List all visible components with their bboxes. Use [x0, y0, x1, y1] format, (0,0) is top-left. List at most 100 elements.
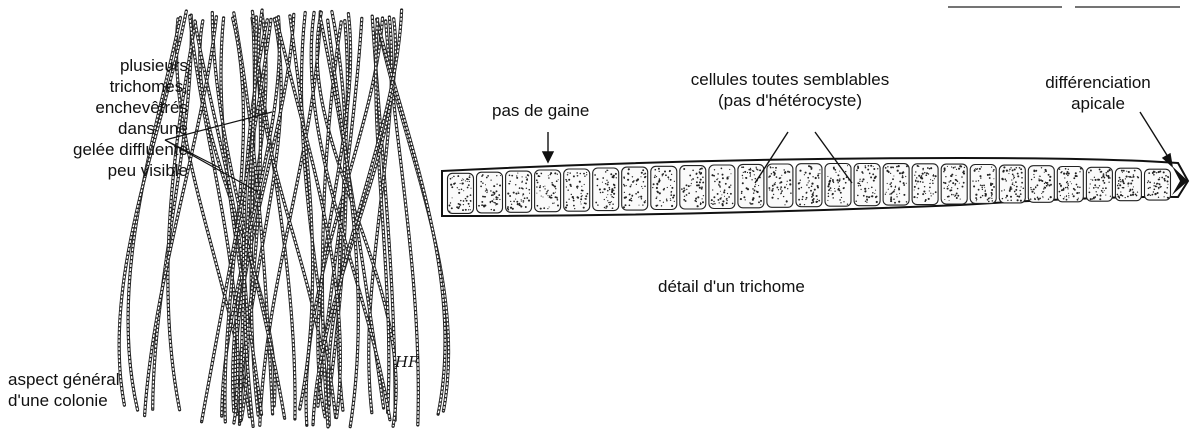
cell-granule [905, 176, 906, 177]
cell-granule [1034, 177, 1035, 178]
cell-granule [580, 198, 582, 200]
cell-granule [548, 177, 550, 179]
cell-granule [597, 185, 599, 187]
cell-granule [864, 190, 866, 192]
cell-granule [536, 186, 538, 188]
cell-granule [786, 200, 787, 201]
cell-granule [753, 192, 755, 194]
cell-granule [771, 173, 773, 175]
cell-granule [1092, 179, 1093, 180]
cell-granule [1122, 181, 1124, 183]
cell-granule [834, 191, 835, 192]
cell-granule [713, 175, 715, 177]
cell-granule [1074, 189, 1076, 191]
cell-granule [1103, 173, 1105, 175]
cell-granule [916, 183, 917, 184]
colony-label-line: trichomes, [8, 76, 188, 97]
cell-granule [830, 178, 832, 180]
cell-granule [947, 196, 949, 198]
cell-granule [927, 167, 929, 169]
cell-granule [1156, 172, 1157, 173]
cell-granule [463, 204, 464, 205]
cell-granule [933, 174, 934, 175]
cell-granule [510, 207, 512, 209]
cell-granule [837, 174, 839, 176]
cell-granule [747, 172, 748, 173]
cell-granule [957, 188, 958, 189]
sheath-label: pas de gaine [492, 100, 589, 121]
cell-granule [641, 198, 643, 200]
cell-granule [1166, 192, 1168, 194]
cell-granule [860, 185, 862, 187]
cell-granule [584, 175, 586, 177]
cell-granule [1012, 182, 1013, 183]
cell-granule [745, 177, 747, 179]
cell-granule [604, 207, 606, 209]
cell-granule [696, 197, 697, 198]
cell-granule [1095, 179, 1097, 181]
cell-granule [843, 187, 845, 189]
cell-granule [612, 207, 614, 209]
cell-granule [1099, 185, 1100, 186]
cell-granule [1067, 186, 1069, 188]
cell-granule [956, 193, 958, 195]
cell-granule [944, 199, 945, 200]
cell-granule [890, 185, 892, 187]
cell-granule [554, 202, 555, 203]
cell-granule [1048, 174, 1050, 176]
cell-granule [779, 182, 781, 184]
cell-granule [494, 192, 496, 194]
cell-granule [536, 179, 538, 181]
cell-granule [683, 187, 685, 189]
cell-granule [890, 198, 892, 200]
colony-caption: aspect général d'une colonie [8, 369, 120, 411]
cell-granule [519, 187, 521, 189]
cell-granule [1073, 177, 1075, 179]
cell-granule [485, 196, 487, 198]
cell-granule [1094, 177, 1095, 178]
cell-granule [827, 185, 829, 187]
cell-granule [839, 186, 840, 187]
cell-granule [1037, 198, 1039, 200]
cell-granule [893, 175, 894, 176]
cell-granule [903, 182, 905, 184]
cell-granule [1105, 195, 1106, 196]
cell-granule [566, 186, 567, 187]
cell-granule [1035, 186, 1036, 187]
cell-granule [632, 176, 633, 177]
cell-granule [885, 167, 887, 169]
cell-granule [1047, 182, 1049, 184]
cell-granule [566, 204, 568, 206]
cell-granule [697, 205, 699, 207]
cell-granule [696, 173, 698, 175]
cell-granule [985, 193, 986, 194]
apical-label-line: différenciation [1008, 72, 1188, 93]
cell-granule [573, 205, 575, 207]
cell-granule [1014, 177, 1015, 178]
cell-granule [584, 184, 585, 185]
cell-granule [1016, 167, 1017, 168]
cell-granule [1007, 200, 1008, 201]
cell-granule [1015, 181, 1017, 183]
cell-granule [1108, 175, 1109, 176]
cell-granule [673, 194, 675, 196]
cell-granule [991, 193, 993, 195]
cell-granule [721, 203, 723, 205]
cell-granule [728, 196, 730, 198]
cell-granule [548, 175, 549, 176]
cell-granule [845, 182, 847, 184]
cell-granule [1035, 170, 1037, 172]
cell-granule [689, 174, 691, 176]
cell-granule [606, 180, 607, 181]
cell-granule [595, 202, 597, 204]
cell-granule [1070, 181, 1071, 182]
cell-granule [461, 180, 462, 181]
cell-granule [568, 199, 569, 200]
cell-granule [466, 178, 468, 180]
cell-granule [644, 173, 646, 175]
cell-granule [568, 179, 570, 181]
cell-granule [602, 177, 604, 179]
cell-granule [755, 184, 756, 185]
cell-granule [546, 193, 548, 195]
cell-granule [547, 208, 548, 209]
